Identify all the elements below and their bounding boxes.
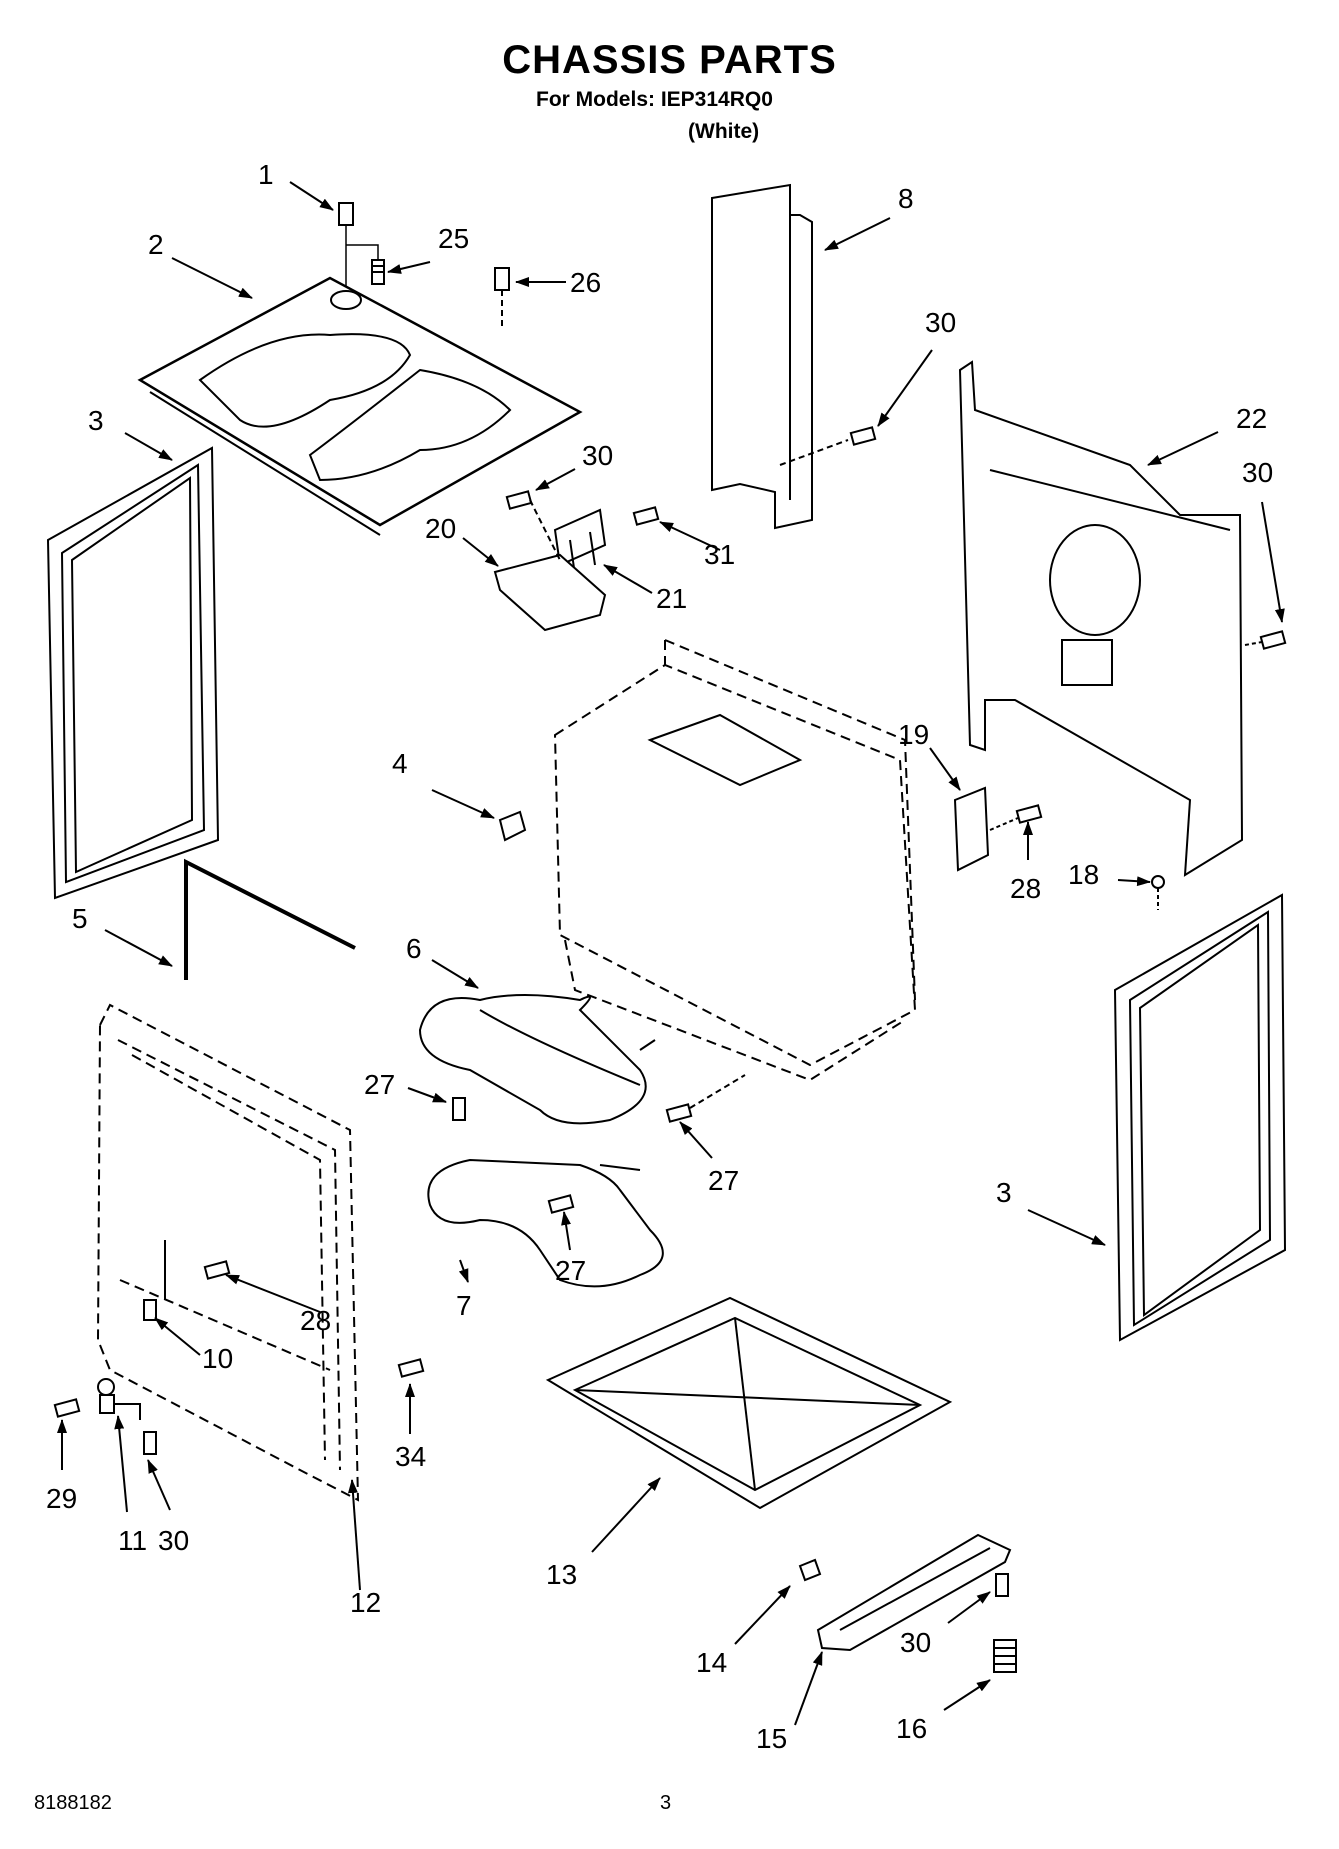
page-title: CHASSIS PARTS [502, 38, 837, 82]
color-variant: (White) [688, 120, 760, 143]
part-10-hinge-bracket [143, 1240, 166, 1321]
callout-12: 12 [350, 1587, 381, 1618]
part-30-screw-e [995, 1573, 1009, 1597]
callout-30f: 30 [900, 1627, 931, 1658]
callout-3b: 3 [996, 1177, 1012, 1208]
callout-22: 22 [1236, 403, 1267, 434]
callout-30e: 30 [158, 1525, 189, 1556]
models-line: For Models: IEP314RQ0 [536, 88, 773, 111]
callout-16: 16 [896, 1713, 927, 1744]
callout-6: 6 [406, 933, 422, 964]
callout-25: 25 [438, 223, 469, 254]
callout-28a: 28 [1010, 873, 1041, 904]
part-28-screw-b [203, 1260, 231, 1280]
callout-18: 18 [1068, 859, 1099, 890]
part-15-leveling-rail [816, 1533, 1012, 1652]
part-26-screw [494, 267, 510, 330]
callout-1: 1 [258, 159, 274, 190]
document-number: 8188182 [34, 1792, 112, 1814]
callout-7: 7 [456, 1290, 472, 1321]
callout-2: 2 [148, 229, 164, 260]
part-30-screw-d [143, 1431, 157, 1455]
part-11-leveler [97, 1378, 141, 1420]
part-5-gasket [184, 858, 356, 980]
part-13-bottom-tray [545, 1296, 953, 1510]
oven-cavity [553, 639, 917, 1082]
callout-30b: 30 [1242, 457, 1273, 488]
part-30-screw-b [1244, 630, 1287, 650]
part-3-side-panel-left [46, 446, 220, 900]
part-25-screw [371, 259, 385, 285]
callout-13: 13 [546, 1559, 577, 1590]
part-20-bracket [493, 499, 607, 632]
part-3-side-panel-right [1113, 893, 1287, 1342]
callout-27a: 27 [364, 1069, 395, 1100]
part-18-screw [1151, 875, 1165, 910]
callout-27b: 27 [708, 1165, 739, 1196]
part-27-screw-a [452, 1097, 466, 1121]
part-7-bake-element [427, 1158, 664, 1288]
callout-29: 29 [46, 1483, 77, 1514]
part-2-cooktop-support [137, 276, 583, 536]
callout-11: 11 [118, 1525, 147, 1556]
part-19-bracket [953, 786, 990, 872]
callout-3a: 3 [88, 405, 104, 436]
part-27-screw-b [665, 1074, 746, 1123]
callout-27c: 27 [555, 1255, 586, 1286]
callout-30c: 30 [582, 440, 613, 471]
part-29-screw [53, 1398, 81, 1418]
part-30-screw-a [779, 426, 877, 466]
callout-4: 4 [392, 748, 408, 779]
part-12-door-assembly [96, 1003, 360, 1502]
callout-15: 15 [756, 1723, 787, 1754]
callout-21: 21 [656, 583, 687, 614]
part-1-pin [338, 202, 379, 290]
part-30-screw-c [505, 490, 533, 510]
callout-30a: 30 [925, 307, 956, 338]
cavity-top-plate [647, 713, 803, 787]
part-27-screw-c [547, 1194, 575, 1214]
callout-26: 26 [570, 267, 601, 298]
part-6-broil-element [418, 994, 656, 1125]
part-28-screw-a [989, 804, 1043, 831]
callout-8: 8 [898, 183, 914, 214]
callout-20: 20 [425, 513, 456, 544]
callout-5: 5 [72, 903, 88, 934]
callout-10: 10 [202, 1343, 233, 1374]
part-14-clip [798, 1558, 822, 1582]
part-8-channel [711, 183, 813, 530]
part-22-rear-panel [958, 360, 1244, 877]
callout-19: 19 [898, 719, 929, 750]
part-31-screw [632, 506, 660, 526]
callout-31: 31 [704, 539, 735, 570]
callout-28b: 28 [300, 1305, 331, 1336]
page-number: 3 [660, 1792, 672, 1814]
leader-arrows [57, 181, 1285, 1726]
part-16-leveling-leg [993, 1639, 1017, 1673]
part-4-clip [498, 810, 527, 842]
part-34-screw [397, 1358, 425, 1378]
callout-14: 14 [696, 1647, 727, 1678]
callout-labels: 1 2 25 26 8 30 3 22 30 30 31 20 21 30 4 … [46, 159, 1273, 1754]
callout-34: 34 [395, 1441, 426, 1472]
